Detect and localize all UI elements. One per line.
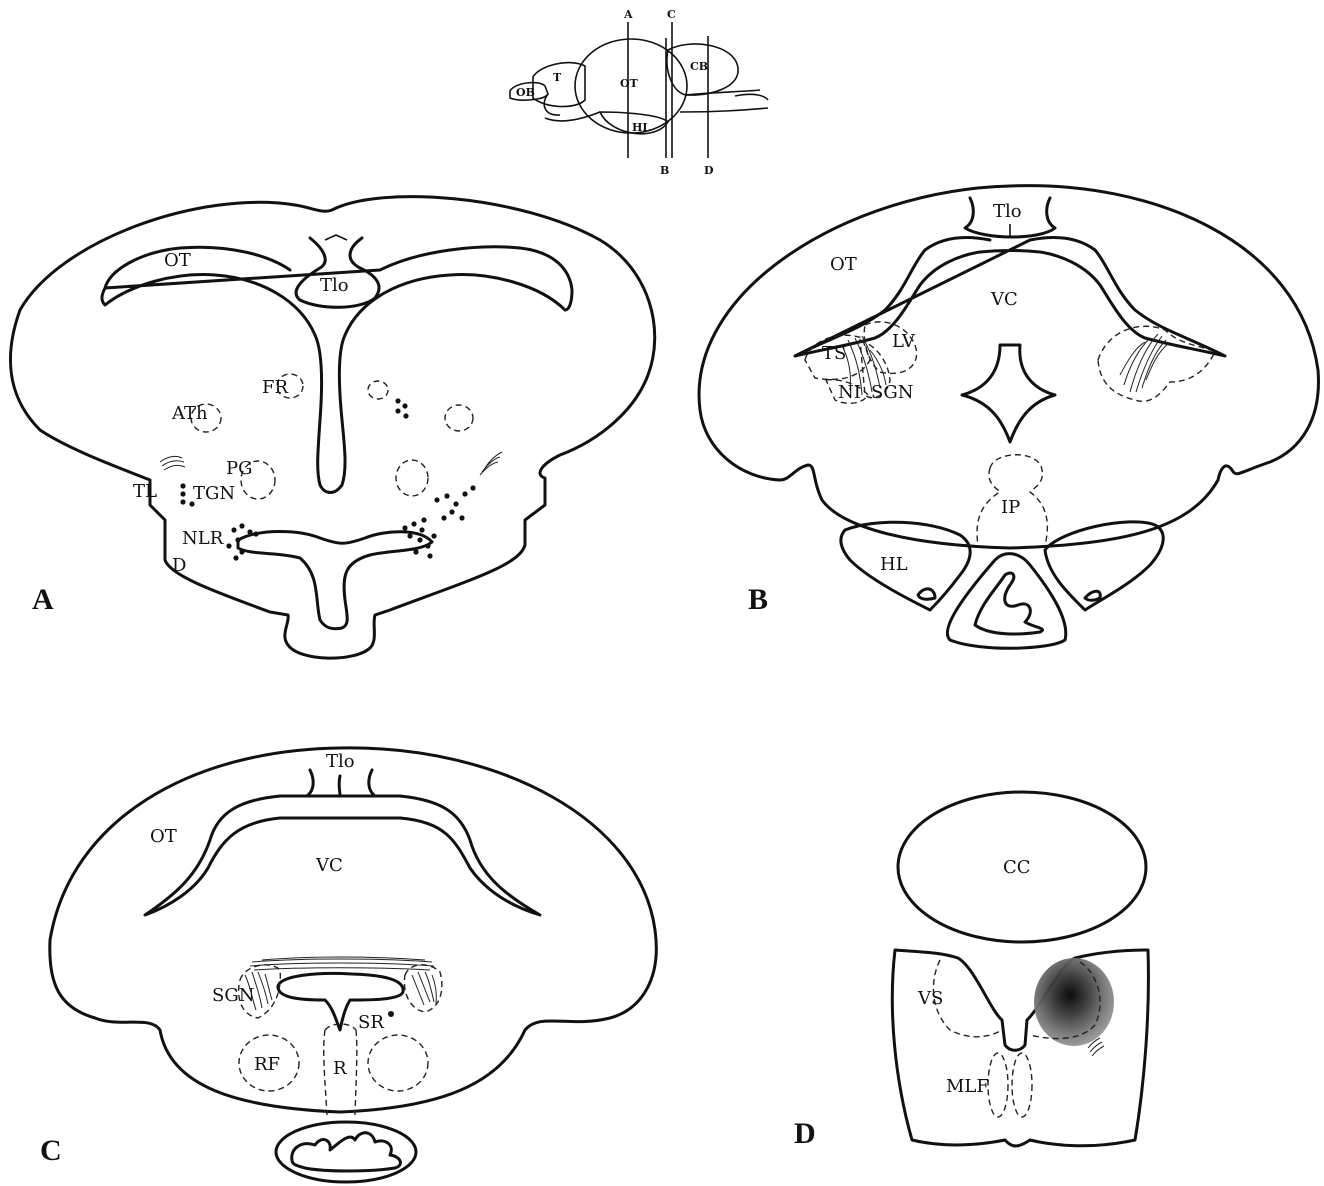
panel-c-label-tlo: Tlo xyxy=(326,751,355,772)
panel-a-label-ot: OT xyxy=(164,250,191,271)
inset-label-cb: CB xyxy=(690,60,708,73)
panel-a-tlo-stalk xyxy=(325,235,347,240)
panel-d-vs-region xyxy=(933,960,1002,1037)
panel-b-hl-right-notch xyxy=(1085,591,1100,600)
panel-a-pg-nucleus-right xyxy=(396,460,428,496)
panel-a-tl-fibres-left xyxy=(160,456,185,470)
section-marker-b: B xyxy=(660,164,669,177)
section-marker-a: A xyxy=(623,8,633,21)
panel-b-label-tlo: Tlo xyxy=(993,201,1022,222)
inset-label-ot: OT xyxy=(620,77,639,90)
panel-b-hl-right xyxy=(1045,522,1163,610)
panel-b-section: Tlo OT VC LV TS NI SGN IP HL B xyxy=(699,186,1318,649)
panel-a-label-d: D xyxy=(172,555,186,576)
panel-b-label-ni: NI xyxy=(838,382,861,403)
panel-b-label-lv: LV xyxy=(892,331,916,352)
section-marker-c: C xyxy=(667,8,676,21)
panel-d-label-vs: VS xyxy=(917,988,943,1009)
panel-a-ath-nucleus-right xyxy=(445,405,473,431)
inset-label-t: T xyxy=(553,71,562,84)
panel-a-label-tlo: Tlo xyxy=(320,275,349,296)
panel-a-label-tgn: TGN xyxy=(193,483,235,504)
panel-a-ventral-ventricle xyxy=(238,532,432,629)
panel-a-section: OT Tlo FR ATh PG TL TGN NLR D A xyxy=(10,197,654,659)
panel-a-label-nlr: NLR xyxy=(182,528,224,549)
panel-b-label-ot: OT xyxy=(830,254,857,275)
panel-a-label-ath: ATh xyxy=(171,403,208,424)
panel-c-sgn-right-region xyxy=(404,965,441,1012)
panel-c-label-r: R xyxy=(333,1058,347,1079)
panel-c-label-sgn: SGN xyxy=(212,985,254,1006)
panel-c-ventral-oval-inner xyxy=(292,1133,401,1171)
panel-d-injection-site xyxy=(1034,958,1114,1046)
panel-c-sr-dot xyxy=(388,1011,394,1017)
panel-b-label-vc: VC xyxy=(990,289,1018,310)
panel-c-label-ot: OT xyxy=(150,826,177,847)
panel-c-section: Tlo OT VC SGN SR RF R C xyxy=(40,748,656,1182)
panel-a-label-fr: FR xyxy=(262,377,288,398)
lateral-brain-inset: OB T OT CB HL A C B D xyxy=(510,8,768,177)
panel-b-region-right xyxy=(1098,326,1215,401)
panel-c-letter: C xyxy=(40,1134,62,1167)
panel-b-central-triangle-inner xyxy=(975,573,1042,634)
panel-a-fr-nucleus-right xyxy=(368,381,388,399)
panel-b-label-ip: IP xyxy=(1001,497,1020,518)
panel-c-tlo-outline xyxy=(308,770,374,795)
panel-c-label-vc: VC xyxy=(315,855,343,876)
panel-d-mlf-right xyxy=(1012,1053,1032,1117)
inset-brainstem-outline xyxy=(680,90,768,112)
panel-d-medulla-outline xyxy=(892,950,1148,1146)
panel-c-ventral-oval xyxy=(276,1122,416,1182)
panel-c-label-rf: RF xyxy=(254,1054,280,1075)
inset-label-hl: HL xyxy=(632,121,650,134)
panel-d-mlf-left xyxy=(988,1053,1008,1117)
panel-d-label-cc: CC xyxy=(1003,857,1031,878)
panel-a-label-pg: PG xyxy=(226,458,253,479)
panel-a-label-tl: TL xyxy=(133,481,157,502)
panel-d-section: CC VS MLF D xyxy=(794,792,1148,1150)
panel-b-label-ts: TS xyxy=(822,343,846,364)
panel-a-letter: A xyxy=(32,583,54,616)
panel-d-letter: D xyxy=(794,1117,816,1150)
panel-c-outline xyxy=(50,748,657,1112)
inset-label-ob: OB xyxy=(516,86,535,99)
panel-c-fibres-right xyxy=(412,972,436,1005)
panel-a-tl-fibres-right xyxy=(480,452,502,475)
panel-b-label-hl: HL xyxy=(880,554,908,575)
panel-b-central-ventricle xyxy=(962,345,1055,442)
panel-c-label-sr: SR xyxy=(358,1012,384,1033)
panel-c-central-ventricle xyxy=(278,973,403,1030)
section-marker-d: D xyxy=(704,164,714,177)
inset-ventral-contour xyxy=(544,94,600,121)
panel-b-label-sgn: SGN xyxy=(871,382,913,403)
panel-d-label-mlf: MLF xyxy=(946,1076,989,1097)
panel-b-hl-left-notch xyxy=(918,589,935,599)
panel-c-rf-right xyxy=(368,1035,428,1091)
panel-b-letter: B xyxy=(748,583,768,616)
panel-b-outline xyxy=(699,186,1318,548)
panel-a-outline xyxy=(10,197,654,659)
panel-a-labeled-cells xyxy=(180,398,475,560)
